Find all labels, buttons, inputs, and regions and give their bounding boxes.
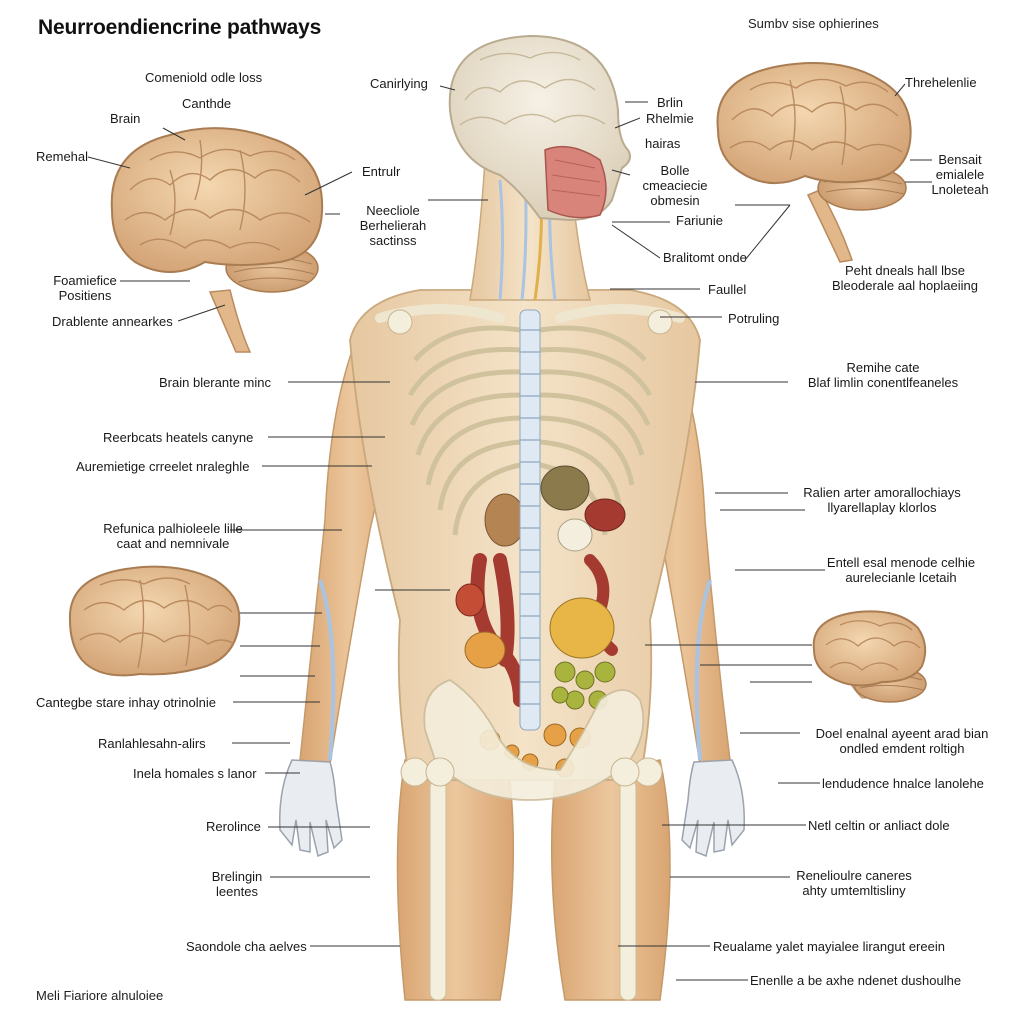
label-entell-esal-line2: aurelecianle lcetaih [845, 570, 957, 585]
label-threhelenlie: Threhelenlie [905, 75, 977, 90]
label-brelingin-line1: Brelingin [211, 869, 263, 884]
label-entrulr: Entrulr [362, 164, 401, 179]
label-peht-dneals: Peht dneals hall lbse Bleoderale aal hop… [820, 263, 990, 293]
label-auremietige: Auremietige crreelet nraleghle [76, 459, 250, 474]
label-netl-celtin: Netl celtin or anliact dole [808, 818, 950, 833]
label-bensait-line3: Lnoleteah [931, 182, 989, 197]
label-bolle-line3: obmesin [650, 193, 700, 208]
label-canthde: Canthde [182, 96, 232, 111]
diagram-title: Neurroendiencrine pathways [38, 16, 322, 39]
label-enenlle: Enenlle a be axhe ndenet dushoulhe [750, 973, 962, 988]
brain-illustration-mid-right [812, 610, 927, 703]
label-drablente: Drablente annearkes [52, 314, 173, 329]
label-cantegbe: Cantegbe stare inhay otrinolnie [36, 695, 216, 710]
label-remihe-cate-line1: Remihe cate [846, 360, 920, 375]
label-neecliole-line3: sactinss [369, 233, 417, 248]
label-bolle: Bolle cmeaciecie obmesin [630, 163, 720, 208]
label-ranlahlesahn: Ranlahlesahn-alirs [98, 736, 206, 751]
label-refunica: Refunica palhioleele lille caat and nemn… [90, 521, 256, 551]
brain-illustration-top-right [716, 62, 912, 263]
label-brain: Brain [110, 111, 141, 126]
label-refunica-line2: caat and nemnivale [116, 536, 230, 551]
label-brelingin: Brelingin leentes [200, 869, 274, 899]
label-rhelmie: Rhelmie [646, 111, 694, 126]
label-rerolince: Rerolince [206, 819, 261, 834]
label-lendudence: lendudence hnalce lanolehe [822, 776, 984, 791]
label-remihe-cate: Remihe cate Blaf limlin conentlfeaneles [790, 360, 976, 390]
spine [519, 309, 541, 731]
label-foamiefice: Foamiefice Positiens [50, 273, 120, 303]
label-potruling: Potruling [728, 311, 780, 326]
label-reualame: Reualame yalet mayialee lirangut ereein [713, 939, 945, 954]
label-peht-dneals-line1: Peht dneals hall lbse [845, 263, 965, 278]
label-ralien-arter-line2: llyarellaplay klorlos [827, 500, 937, 515]
label-ralien-arter-line1: Ralien arter amorallochiays [803, 485, 961, 500]
label-renelioulre-line1: Renelioulre caneres [796, 868, 912, 883]
label-neecliole-line1: Neecliole [366, 203, 420, 218]
label-neecliole: Neecliole Berhelierah sactinss [350, 203, 436, 248]
label-entell-esal-line1: Entell esal menode celhie [826, 555, 976, 570]
label-bolle-line2: cmeaciecie [642, 178, 708, 193]
label-inela-homales: Inela homales s lanor [133, 766, 257, 781]
label-brain-blerante: Brain blerante minc [159, 375, 271, 390]
footer-caption: Meli Fiariore alnuloiee [36, 988, 164, 1003]
label-brelingin-line2: leentes [216, 884, 258, 899]
label-doel-enalnal-line1: Doel enalnal ayeent arad bian [815, 726, 989, 741]
label-canirlying: Canirlying [370, 76, 428, 91]
label-ralien-arter: Ralien arter amorallochiays llyarellapla… [792, 485, 972, 515]
label-doel-enalnal-line2: ondled emdent roltigh [839, 741, 965, 756]
ribcage [407, 325, 653, 536]
label-bralitomt: Bralitomt onde [663, 250, 747, 265]
label-brlin: Brlin [657, 95, 684, 110]
label-bensait-line2: emialele [935, 167, 985, 182]
brain-illustration-top-left [110, 127, 324, 353]
brain-illustration-mid-left [68, 565, 241, 677]
label-saondole: Saondole cha aelves [186, 939, 307, 954]
label-refunica-line1: Refunica palhioleele lille [103, 521, 243, 536]
label-peht-dneals-line2: Bleoderale aal hoplaeiing [831, 278, 978, 293]
label-doel-enalnal: Doel enalnal ayeent arad bian ondled emd… [804, 726, 1000, 756]
label-remehal: Remehal [36, 149, 89, 164]
label-bolle-line1: Bolle [660, 163, 690, 178]
label-renelioulre-line2: ahty umtemltisliny [802, 883, 906, 898]
label-bensait: Bensait emialele Lnoleteah [918, 152, 1002, 197]
label-remihe-cate-line2: Blaf limlin conentlfeaneles [807, 375, 959, 390]
label-comeniold: Comeniold odle loss [145, 70, 263, 85]
label-entell-esal: Entell esal menode celhie aurelecianle l… [826, 555, 976, 585]
label-foamiefice-line2: Positiens [58, 288, 112, 303]
label-bensait-line1: Bensait [938, 152, 982, 167]
label-neecliole-line2: Berhelierah [359, 218, 427, 233]
label-faullel: Faullel [708, 282, 747, 297]
label-renelioulre: Renelioulre caneres ahty umtemltisliny [776, 868, 932, 898]
leader-lines [87, 83, 932, 981]
label-foamiefice-line1: Foamiefice [53, 273, 117, 288]
label-hairas: hairas [645, 136, 681, 151]
label-fariunie: Fariunie [676, 213, 723, 228]
diagram-subtitle: Sumbv sise ophierines [748, 16, 879, 31]
label-reerbcats: Reerbcats heatels canyne [103, 430, 254, 445]
body-figure [279, 34, 745, 1001]
